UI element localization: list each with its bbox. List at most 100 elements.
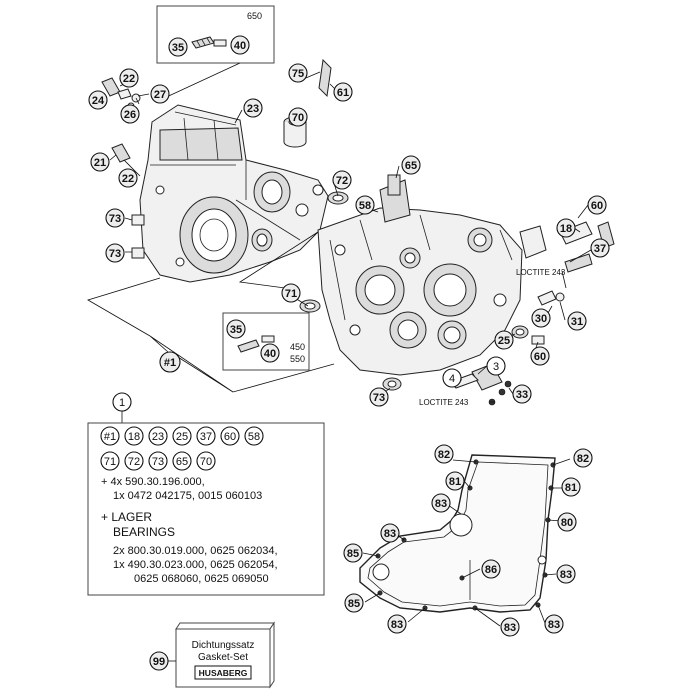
gasket-callout-82-right: 82 [573, 448, 593, 468]
svg-text:25: 25 [498, 335, 510, 347]
husaberg-logo-text: HUSABERG [199, 668, 248, 678]
svg-text:#1: #1 [164, 357, 176, 369]
box-450-550-label-1: 450 [290, 342, 305, 352]
svg-text:21: 21 [94, 157, 106, 169]
svg-text:33: 33 [516, 389, 528, 401]
gasket-callout-85-lower: 85 [344, 593, 364, 613]
husaberg-logo [194, 665, 252, 680]
callout-22-lower: 22 [118, 168, 138, 188]
gasket-set-line-2: Gasket-Set [198, 652, 248, 663]
svg-text:60: 60 [591, 200, 603, 212]
svg-text:83: 83 [548, 619, 560, 631]
kit-item-1: #1 [104, 431, 116, 443]
kit-bearings-line-1: 2x 800.30.019.000, 0625 062034, [113, 545, 278, 557]
callout-58: 58 [355, 195, 375, 215]
callout-21: 21 [90, 152, 110, 172]
gasket-callout-80: 80 [557, 512, 577, 532]
callout-24: 24 [88, 90, 108, 110]
assembly-outline [87, 231, 335, 393]
callout-73-middle: 73 [105, 243, 125, 263]
svg-text:65: 65 [405, 160, 417, 172]
gasket-callout-83-right: 83 [556, 564, 576, 584]
svg-text:83: 83 [504, 622, 516, 634]
gasket-callout-83-upper: 83 [431, 493, 451, 513]
svg-text:73: 73 [109, 213, 121, 225]
gasket-set-package: Dichtungssatz Gasket-Set HUSABERG 99 [149, 621, 275, 689]
gasket-callout-83-bottom-right: 83 [544, 614, 564, 634]
callout-60-upper: 60 [587, 195, 607, 215]
callout-73-upper: 73 [105, 208, 125, 228]
callout-75: 75 [288, 63, 308, 83]
callout-73-lower: 73 [369, 387, 389, 407]
svg-text:73: 73 [109, 248, 121, 260]
gasket-callout-83-bottom-mid: 83 [500, 617, 520, 637]
loctite-label-lower: LOCTITE 243 [419, 398, 469, 407]
callout-26: 26 [120, 104, 140, 124]
svg-text:22: 22 [122, 173, 134, 185]
svg-text:82: 82 [577, 453, 589, 465]
kit-item-8: 71 [104, 456, 116, 468]
svg-text:61: 61 [337, 87, 349, 99]
svg-text:30: 30 [535, 313, 547, 325]
kit-bearings-line-2: 1x 490.30.023.000, 0625 062054, [113, 559, 278, 571]
callout-65: 65 [401, 155, 421, 175]
callout-71: 71 [281, 283, 301, 303]
callout-1: 1 [112, 392, 132, 412]
kit-bearings-head-1: + LAGER [101, 510, 152, 524]
svg-text:83: 83 [384, 528, 396, 540]
svg-text:1: 1 [119, 397, 125, 409]
kit-contents-box: 1 #1 18 23 25 37 60 58 71 72 73 65 70 + … [87, 392, 325, 596]
svg-text:82: 82 [438, 449, 450, 461]
svg-text:35: 35 [230, 324, 242, 336]
kit-row-1: #1 18 23 25 37 60 58 [100, 426, 264, 446]
gasket-set-line-1: Dichtungssatz [192, 640, 255, 651]
svg-text:35: 35 [172, 42, 184, 54]
box-650-leader [159, 62, 241, 101]
svg-text:99: 99 [153, 656, 165, 668]
gasket-callout-83-left: 83 [380, 523, 400, 543]
kit-bearings-line-3: 0625 068060, 0625 069050 [134, 573, 269, 585]
svg-text:81: 81 [449, 476, 461, 488]
svg-text:26: 26 [124, 109, 136, 121]
svg-text:27: 27 [154, 89, 166, 101]
svg-text:70: 70 [292, 112, 304, 124]
callout-assembly-1: #1 [159, 351, 181, 373]
kit-row-2: 71 72 73 65 70 [100, 451, 216, 471]
callout-70: 70 [288, 107, 308, 127]
kit-item-5: 37 [200, 431, 212, 443]
callout-23: 23 [243, 98, 263, 118]
svg-text:83: 83 [560, 569, 572, 581]
kit-item-7: 58 [248, 431, 260, 443]
svg-text:24: 24 [92, 95, 105, 107]
callout-3: 3 [486, 356, 506, 376]
callout-61: 61 [333, 82, 353, 102]
callout-4: 4 [442, 368, 462, 388]
svg-text:18: 18 [560, 223, 572, 235]
callout-72: 72 [332, 170, 352, 190]
left-crankcase-half [139, 104, 329, 283]
svg-text:86: 86 [485, 564, 497, 576]
svg-text:37: 37 [594, 243, 606, 255]
svg-text:58: 58 [359, 200, 371, 212]
svg-text:72: 72 [336, 175, 348, 187]
box-650-label: 650 [247, 11, 262, 21]
svg-text:71: 71 [285, 288, 297, 300]
callout-30: 30 [531, 308, 551, 328]
callout-25: 25 [494, 330, 514, 350]
callout-27: 27 [150, 84, 170, 104]
gasket-callout-83-bottom-left: 83 [387, 614, 407, 634]
gasket-callout-82-left: 82 [434, 444, 454, 464]
svg-text:85: 85 [347, 548, 359, 560]
svg-text:22: 22 [123, 73, 135, 85]
kit-screws-line-1: + 4x 590.30.196.000, [101, 476, 205, 488]
svg-text:3: 3 [493, 361, 499, 373]
kit-item-6: 60 [224, 431, 236, 443]
box-450-550-label-2: 550 [290, 354, 305, 364]
svg-text:4: 4 [449, 373, 455, 385]
right-small-parts [299, 221, 615, 406]
gasket-callout-81-right: 81 [561, 477, 581, 497]
kit-item-3: 23 [152, 431, 164, 443]
svg-text:80: 80 [561, 517, 573, 529]
callout-22-upper: 22 [119, 68, 139, 88]
